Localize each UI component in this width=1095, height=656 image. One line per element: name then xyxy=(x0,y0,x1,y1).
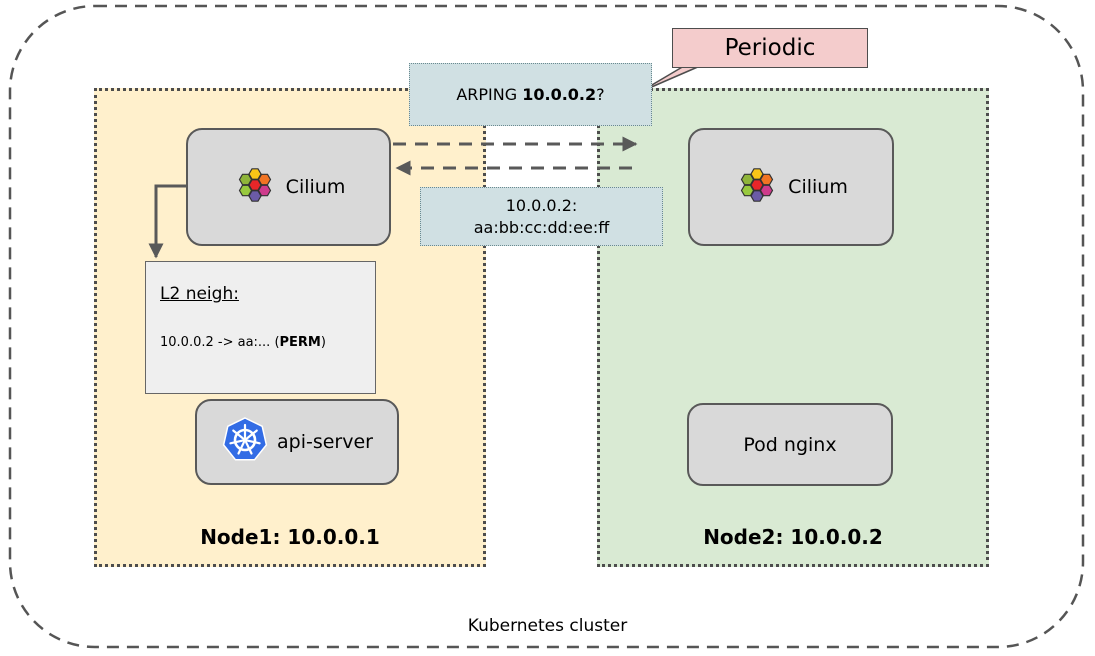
l2-entry-suffix: ) xyxy=(320,335,326,350)
node1-label: Node1: 10.0.0.1 xyxy=(200,525,380,549)
arping-suffix: ? xyxy=(596,84,605,104)
node1-cilium-box: Cilium xyxy=(186,128,391,246)
periodic-callout: Periodic xyxy=(672,28,868,68)
arping-prefix: ARPING xyxy=(456,84,523,104)
api-server-label: api-server xyxy=(277,431,373,453)
cilium-logo-icon xyxy=(232,162,278,213)
pod-nginx-box: Pod nginx xyxy=(687,403,893,486)
arping-request-message: ARPING 10.0.0.2? xyxy=(409,63,652,126)
l2-entry-prefix: 10.0.0.2 -> aa:... ( xyxy=(160,335,280,350)
node1-cilium-label: Cilium xyxy=(285,176,346,198)
l2-neigh-title: L2 neigh: xyxy=(160,284,239,304)
api-server-box: api-server xyxy=(195,399,399,485)
kubernetes-cluster-boundary xyxy=(8,4,1085,649)
node2-label: Node2: 10.0.0.2 xyxy=(703,525,883,549)
l2-entry-state: PERM xyxy=(279,335,321,350)
reply-ip: 10.0.0.2: xyxy=(505,195,578,215)
periodic-callout-label: Periodic xyxy=(724,35,816,61)
cluster-label: Kubernetes cluster xyxy=(467,616,628,636)
arp-reply-message: 10.0.0.2: aa:bb:cc:dd:ee:ff xyxy=(420,187,663,246)
cilium-logo-icon xyxy=(734,162,780,213)
node2-cilium-box: Cilium xyxy=(688,128,894,246)
arping-text: ARPING 10.0.0.2? xyxy=(456,84,604,106)
node2-cilium-label: Cilium xyxy=(788,176,848,198)
pod-nginx-label: Pod nginx xyxy=(743,433,837,456)
l2-neigh-entry: 10.0.0.2 -> aa:... (PERM) xyxy=(160,335,326,350)
l2-neigh-table: L2 neigh: 10.0.0.2 -> aa:... (PERM) xyxy=(145,261,376,394)
reply-mac: aa:bb:cc:dd:ee:ff xyxy=(473,217,610,237)
kubernetes-logo-icon xyxy=(221,416,269,469)
arping-target-ip: 10.0.0.2 xyxy=(522,84,597,104)
